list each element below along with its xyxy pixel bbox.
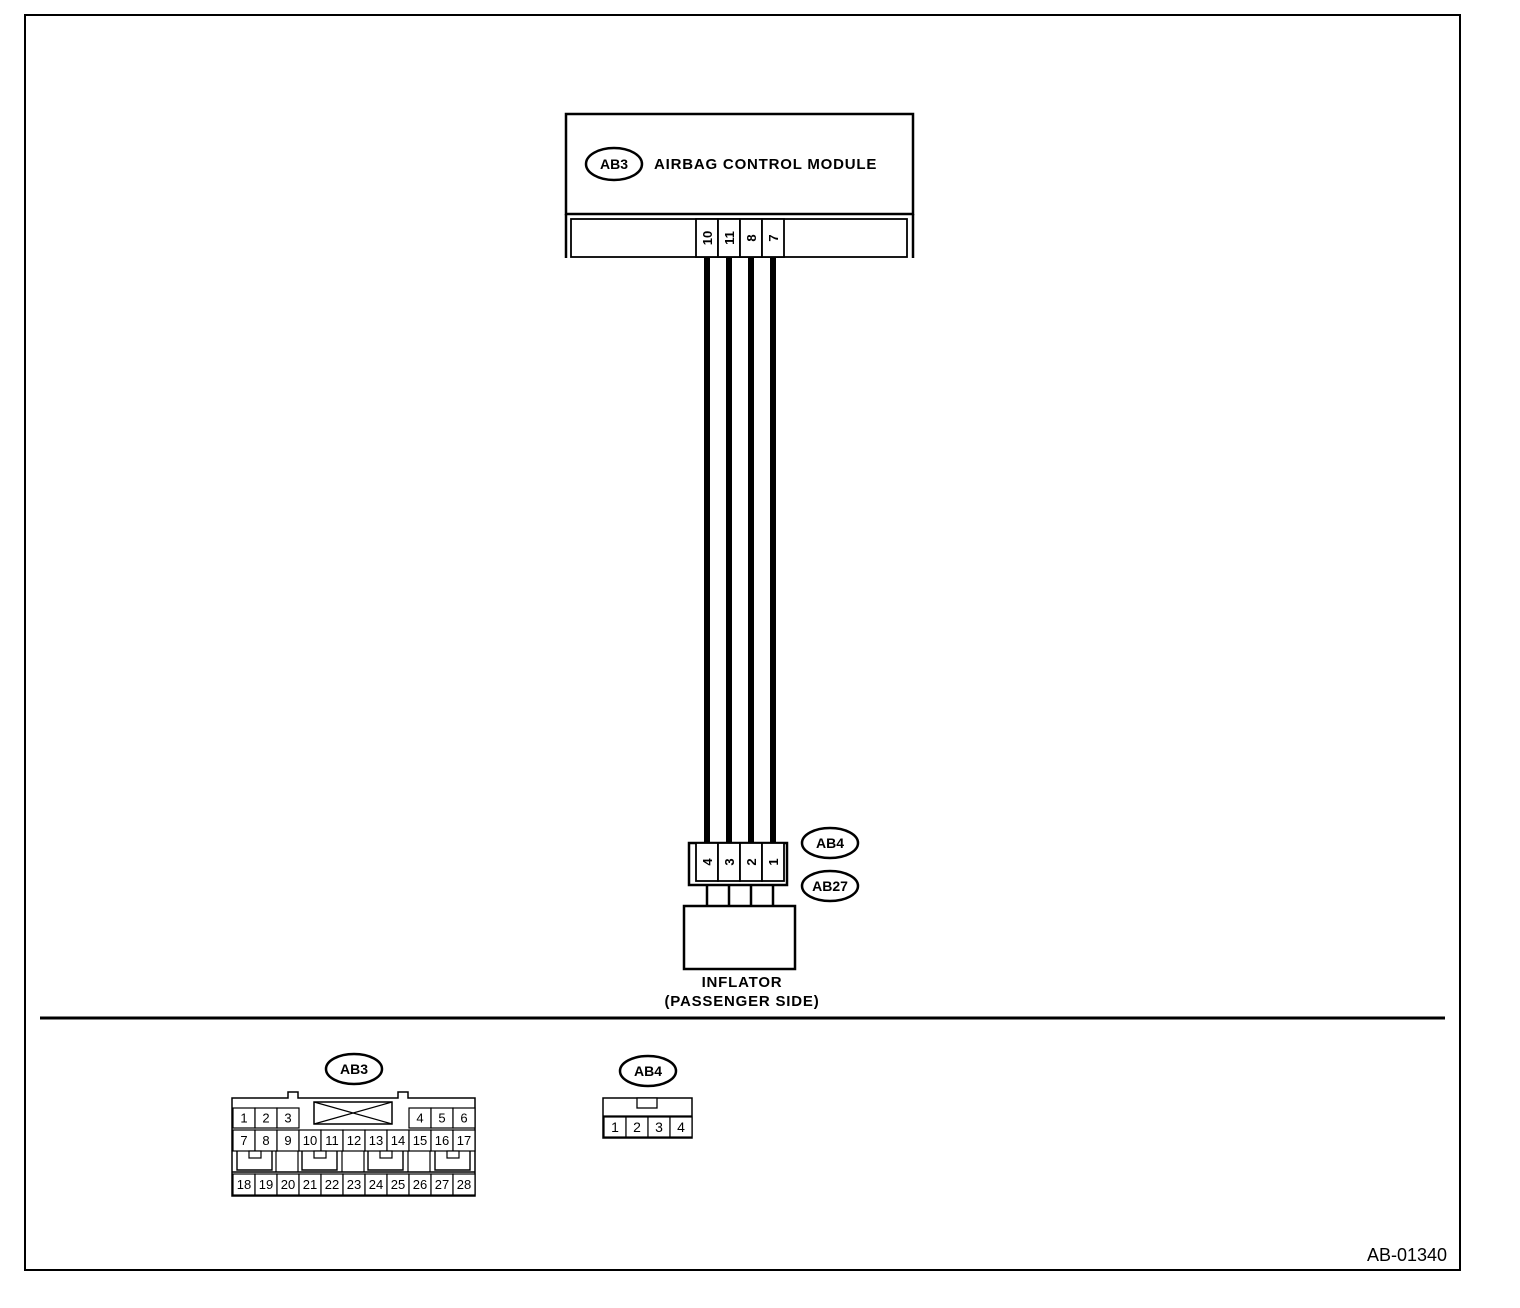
inflator-body xyxy=(682,904,797,971)
ab3-pin-4: 4 xyxy=(416,1111,423,1126)
outer-frame xyxy=(24,14,1461,1271)
ab3-pin-6-cell xyxy=(452,1107,476,1129)
ab27-connector-badge xyxy=(800,869,860,903)
ab4-badge-label: AB4 xyxy=(816,835,844,851)
ab3-pin-28-cell xyxy=(452,1173,476,1196)
ab3-pin-3-cell xyxy=(276,1107,300,1129)
ab3-pin-14: 14 xyxy=(391,1133,405,1148)
ab4-pin-2: 2 xyxy=(633,1119,641,1135)
ab4-latch xyxy=(636,1097,658,1109)
ab3-pin-1: 1 xyxy=(240,1111,247,1126)
ab3-pin-25: 25 xyxy=(391,1177,405,1192)
module-pin-cells xyxy=(695,218,785,258)
ab3-pin-24: 24 xyxy=(369,1177,383,1192)
ab4-pin-4-cell xyxy=(669,1116,693,1138)
ab3-pin-19: 19 xyxy=(259,1177,273,1192)
inflator-pin-1: 1 xyxy=(766,858,781,865)
ab3-pin-22: 22 xyxy=(325,1177,339,1192)
ab3-pin-2: 2 xyxy=(262,1111,269,1126)
inflator-name-line1: INFLATOR xyxy=(702,974,783,991)
inflator-pin-4: 4 xyxy=(700,858,715,866)
ab3-connector-badge xyxy=(584,146,644,182)
ab4-pin-3: 3 xyxy=(655,1119,663,1135)
ab3-pin-10: 10 xyxy=(303,1133,317,1148)
ab3-pin-23: 23 xyxy=(347,1177,361,1192)
figure-code: AB-01340 xyxy=(1367,1245,1447,1265)
ab3-pin-15: 15 xyxy=(413,1133,427,1148)
ab3-pin-27: 27 xyxy=(435,1177,449,1192)
inflator-pin-2: 2 xyxy=(744,858,759,865)
ab3-pin-6: 6 xyxy=(460,1111,467,1126)
ab3-pin-7: 7 xyxy=(240,1133,247,1148)
ab3-pin-26: 26 xyxy=(413,1177,427,1192)
ab3-pin-11: 11 xyxy=(325,1133,339,1148)
ab4-view-badge xyxy=(618,1054,678,1088)
ab3-pin-8: 8 xyxy=(262,1133,269,1148)
ab3-pin-3: 3 xyxy=(284,1111,291,1126)
harness-wires xyxy=(704,258,776,843)
ab3-view-label: AB3 xyxy=(340,1061,368,1077)
ab3-pin-28: 28 xyxy=(457,1177,471,1192)
ab3-pin-18: 18 xyxy=(237,1177,251,1192)
inflator-connector xyxy=(687,841,789,887)
ab3-view-badge xyxy=(324,1052,384,1086)
ab4-pin-4: 4 xyxy=(677,1119,685,1135)
module-pin-11: 11 xyxy=(722,231,737,245)
ab3-badge-label: AB3 xyxy=(600,156,628,172)
ab3-pin-20: 20 xyxy=(281,1177,295,1192)
ab4-connector-badge xyxy=(800,826,860,860)
ab27-badge-label: AB27 xyxy=(812,878,848,894)
ab3-pin-21: 21 xyxy=(303,1177,317,1192)
module-name: AIRBAG CONTROL MODULE xyxy=(654,156,877,173)
ab3-row3: 18 19 20 21 22 23 24 25 26 27 28 xyxy=(232,1173,476,1196)
module-pin-8: 8 xyxy=(744,234,759,241)
ab3-pin-9: 9 xyxy=(284,1133,291,1148)
ab3-pin-12: 12 xyxy=(347,1133,361,1148)
ab4-view-label: AB4 xyxy=(634,1063,662,1079)
inflator-leads xyxy=(705,885,775,906)
module-pin-10: 10 xyxy=(700,231,715,245)
ab3-pin-16: 16 xyxy=(435,1133,449,1148)
inflator-name-line2: (PASSENGER SIDE) xyxy=(664,993,819,1010)
inflator-pin-3: 3 xyxy=(722,858,737,865)
ab3-pin-5: 5 xyxy=(438,1111,445,1126)
module-pin-7: 7 xyxy=(766,234,781,241)
ab3-pin-17-cell xyxy=(452,1129,476,1152)
ab3-pin-13: 13 xyxy=(369,1133,383,1148)
ab4-pin-1: 1 xyxy=(611,1119,619,1135)
ab3-keys xyxy=(232,1150,475,1173)
ab3-pin-17: 17 xyxy=(457,1133,471,1148)
